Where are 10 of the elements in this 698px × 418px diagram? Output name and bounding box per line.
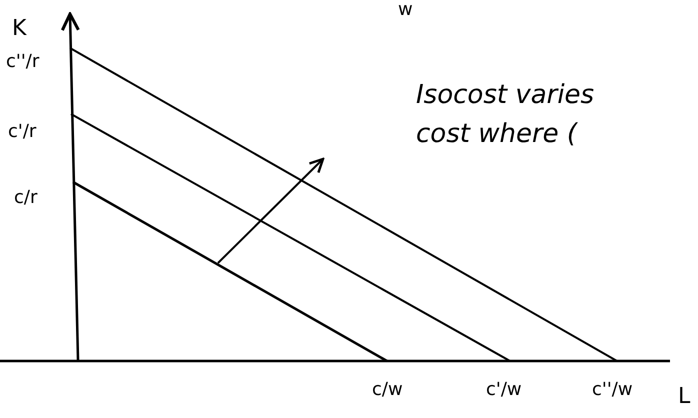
intercept-label: c'/w [486, 378, 522, 402]
intercept-label: c/w [372, 378, 403, 402]
axis-label: K [12, 15, 26, 43]
intercept-label: c/r [14, 186, 38, 210]
intercept-label: c''/r [6, 50, 40, 74]
axis-label: w [398, 0, 413, 22]
intercept-label: c'/r [8, 120, 36, 144]
axis-label: L [678, 383, 690, 411]
intercept-label: c''/w [592, 378, 633, 402]
annotation-text: Isocost varies cost where ( [416, 79, 596, 151]
